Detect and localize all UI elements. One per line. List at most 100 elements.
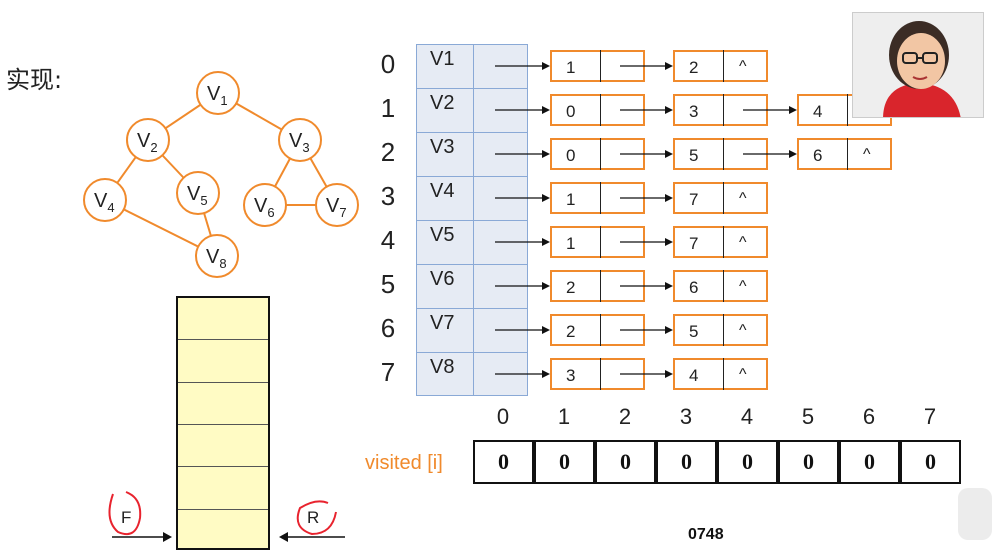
edge-node-value: 7 xyxy=(689,190,699,209)
edge-node-divider xyxy=(600,182,601,214)
edge-node-value: 2 xyxy=(566,322,576,341)
null-pointer-symbol: ^ xyxy=(739,190,747,207)
edge-node-divider xyxy=(723,182,724,214)
visited-cell: 0 xyxy=(900,440,961,484)
queue-slot-divider xyxy=(178,381,268,383)
head-pointer-arrow-head xyxy=(542,282,550,290)
adjacency-index: 4 xyxy=(380,225,396,255)
null-pointer-symbol: ^ xyxy=(739,278,747,295)
edge-node-divider xyxy=(600,50,601,82)
visited-cell: 0 xyxy=(473,440,534,484)
vertex-array-row-divider xyxy=(416,132,528,133)
graph-node-label-v2: V2 xyxy=(137,130,158,155)
edge-node-divider xyxy=(847,138,848,170)
edge-node-value: 7 xyxy=(689,234,699,253)
queue-pointers xyxy=(108,491,345,542)
edge-node-divider xyxy=(600,270,601,302)
queue-slot-divider xyxy=(178,466,268,468)
adjacency-index: 1 xyxy=(380,93,396,123)
rear-pointer-arrowhead xyxy=(279,532,288,542)
vertex-array-row-divider xyxy=(416,176,528,177)
adjacency-index: 7 xyxy=(380,357,396,387)
presenter-video xyxy=(852,12,984,118)
graph-node-v3 xyxy=(278,118,322,162)
edge-node: 7^ xyxy=(673,226,768,258)
edge-node-value: 5 xyxy=(689,146,699,165)
visited-index: 2 xyxy=(618,404,632,429)
edge-node-value: 3 xyxy=(689,102,699,121)
edge-node-value: 2 xyxy=(566,278,576,297)
edge-node: 4^ xyxy=(673,358,768,390)
graph-node-v2 xyxy=(126,118,170,162)
visited-cell: 0 xyxy=(534,440,595,484)
next-pointer-arrow-head xyxy=(665,194,673,202)
edge-node: 1 xyxy=(550,50,645,82)
graph-node-v1 xyxy=(196,71,240,115)
vertex-array-row-divider xyxy=(416,220,528,221)
rear-annotation-circle xyxy=(296,500,337,536)
edge-node-divider xyxy=(723,50,724,82)
front-label: F xyxy=(121,508,132,527)
null-pointer-symbol: ^ xyxy=(739,58,747,75)
graph-node-v4 xyxy=(83,178,127,222)
edge-node-divider xyxy=(723,270,724,302)
graph-node-v6 xyxy=(243,183,287,227)
graph-node-label-v6: V6 xyxy=(254,195,275,220)
graph-node-v7 xyxy=(315,183,359,227)
adjacency-index: 5 xyxy=(380,269,396,299)
vertex-array-row-divider xyxy=(416,352,528,353)
page-number: 0748 xyxy=(688,526,724,543)
page-heading: 实现: xyxy=(6,66,63,94)
queue-slot-divider xyxy=(178,508,268,510)
next-pointer-arrow-head xyxy=(665,282,673,290)
vertex-array-row-divider xyxy=(416,264,528,265)
adjacency-index: 0 xyxy=(380,49,396,79)
edge-node-value: 4 xyxy=(813,102,823,121)
visited-cell: 0 xyxy=(717,440,778,484)
edge-node-divider xyxy=(600,314,601,346)
edge-node: 2^ xyxy=(673,50,768,82)
graph-node-label-v4: V4 xyxy=(94,190,115,215)
scroll-handle[interactable] xyxy=(958,488,992,540)
graph-node-v5 xyxy=(176,171,220,215)
null-pointer-symbol: ^ xyxy=(739,366,747,383)
graph-node-label-v8: V8 xyxy=(206,246,227,271)
edge-node-value: 6 xyxy=(689,278,699,297)
queue-slot-divider xyxy=(178,339,268,341)
next-pointer-arrow-head xyxy=(665,238,673,246)
graph-node-v8 xyxy=(195,234,239,278)
front-annotation-circle xyxy=(108,491,142,536)
head-pointer-arrow-head xyxy=(542,106,550,114)
visited-index: 0 xyxy=(496,404,510,429)
edge-node: 6^ xyxy=(797,138,892,170)
edge-node-value: 6 xyxy=(813,146,823,165)
null-pointer-symbol: ^ xyxy=(739,234,747,251)
visited-cell: 0 xyxy=(778,440,839,484)
vertex-name: V7 xyxy=(430,312,455,334)
graph-node-label-v3: V3 xyxy=(289,130,310,155)
edge-node-value: 5 xyxy=(689,322,699,341)
edge-node-divider xyxy=(723,226,724,258)
visited-index: 6 xyxy=(862,404,876,429)
vertex-name: V1 xyxy=(430,48,455,70)
vertex-name: V3 xyxy=(430,136,455,158)
edge-node-divider xyxy=(600,94,601,126)
rear-label: R xyxy=(307,508,320,527)
edge-node-value: 0 xyxy=(566,102,576,121)
head-pointer-arrow-head xyxy=(542,326,550,334)
edge-node-value: 4 xyxy=(689,366,699,385)
next-pointer-arrow-head xyxy=(789,150,797,158)
null-pointer-symbol: ^ xyxy=(739,322,747,339)
visited-index: 3 xyxy=(679,404,693,429)
vertex-name: V5 xyxy=(430,224,455,246)
adjacency-index: 2 xyxy=(380,137,396,167)
vertex-array-row-divider xyxy=(416,88,528,89)
next-pointer-arrow-head xyxy=(665,106,673,114)
edge-node-value: 1 xyxy=(566,234,576,253)
adjacency-index: 6 xyxy=(380,313,396,343)
adjacency-arrows xyxy=(495,62,797,378)
head-pointer-arrow-head xyxy=(542,62,550,70)
next-pointer-arrow-head xyxy=(665,370,673,378)
vertex-name: V2 xyxy=(430,92,455,114)
